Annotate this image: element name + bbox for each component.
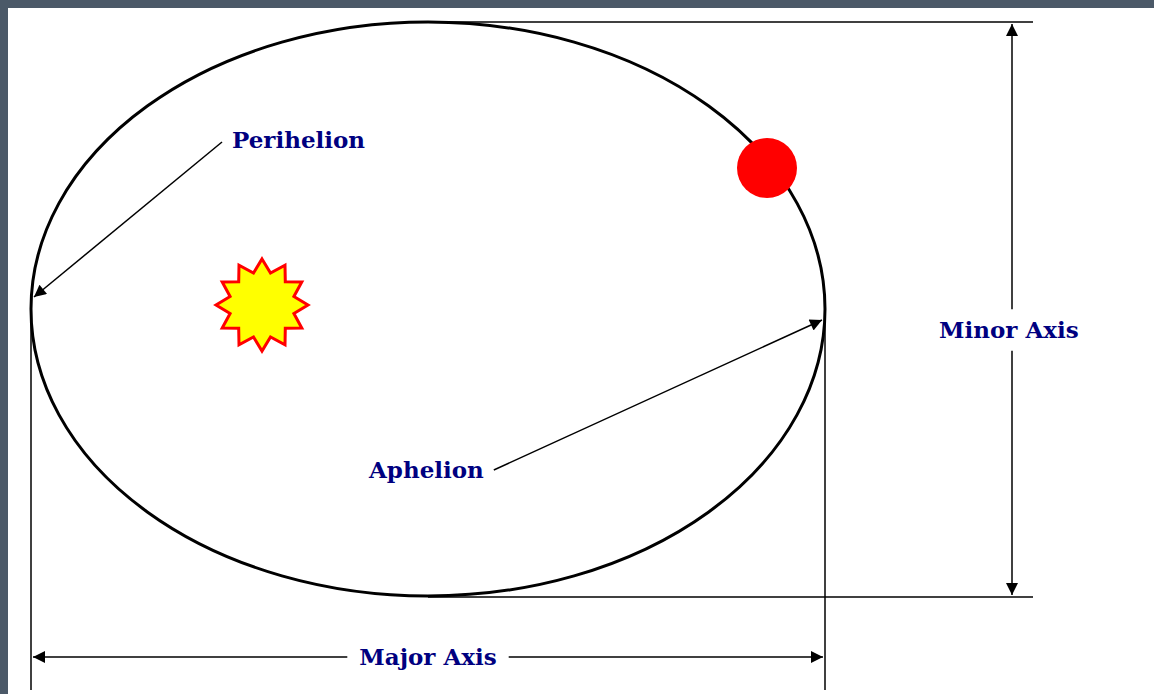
slide-ground [8, 8, 1154, 694]
sun-star [216, 259, 308, 351]
axis-label: Minor Axis [935, 317, 1083, 342]
extension-line [428, 596, 1033, 598]
axis-label: Aphelion [365, 457, 488, 482]
extension-line [824, 297, 826, 690]
axis-label: Major Axis [355, 644, 500, 669]
dimension-arrow [1011, 24, 1013, 309]
leader-arrow [34, 142, 222, 297]
axis-label: Perihelion [228, 127, 369, 152]
leader-arrow [494, 320, 822, 470]
planet-dot [737, 138, 797, 198]
extension-line [428, 21, 1033, 23]
dimension-arrow [33, 656, 347, 658]
dimension-arrow [1011, 351, 1013, 595]
extension-line [30, 297, 32, 690]
dimension-arrow [509, 656, 823, 658]
orbit-ellipse [31, 22, 825, 596]
